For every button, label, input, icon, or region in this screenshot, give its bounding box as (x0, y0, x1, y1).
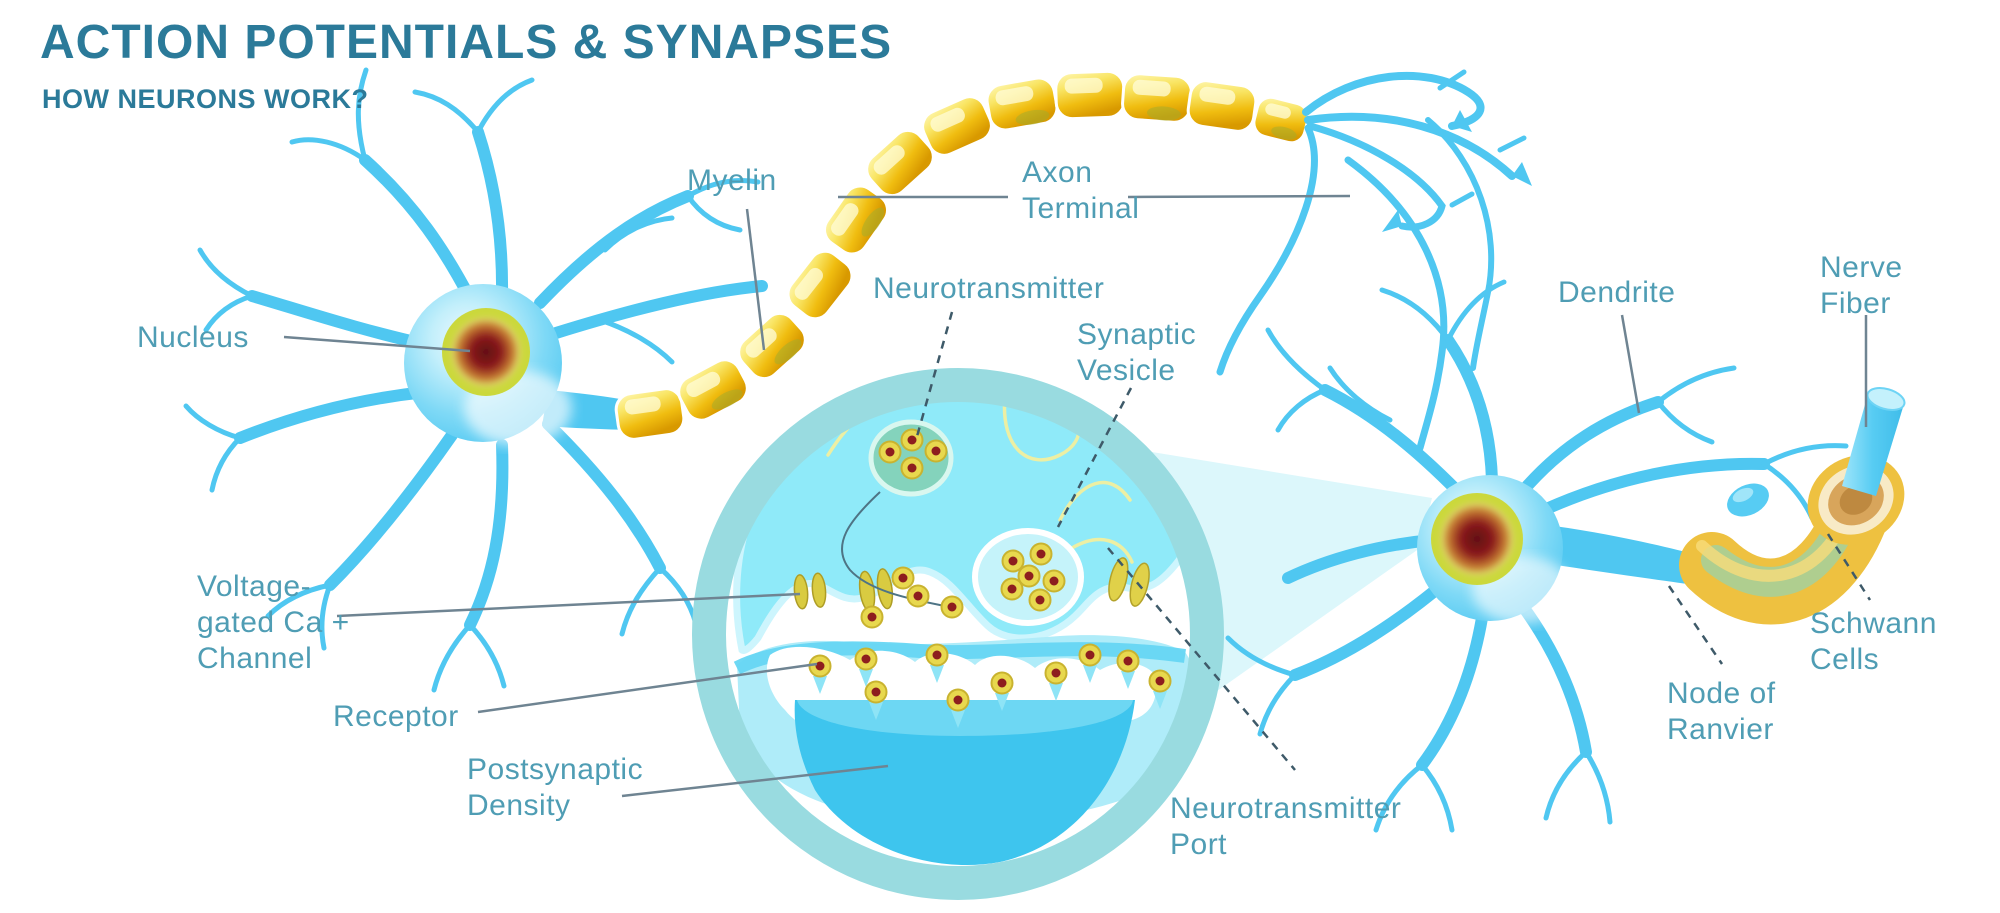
label-receptor: Receptor (333, 700, 459, 733)
page-subtitle: HOW NEURONS WORK? (42, 84, 368, 114)
pointer-postsynaptic-density (621, 764, 889, 798)
label-voltage-gated-ca-channel: gated Ca + (197, 606, 350, 639)
label-voltage-gated-ca-channel: Voltage- (197, 570, 311, 603)
zoom-circle-ring (692, 368, 1224, 900)
pointer-axon-terminal-right (1127, 194, 1351, 199)
pointer-node-of-ranvier (1667, 585, 1724, 665)
pointer-dendrite (1620, 314, 1641, 414)
postsynaptic-trunk-shine (797, 700, 1133, 736)
label-node-of-ranvier: Node of (1667, 677, 1776, 710)
receptor-dots (808, 643, 1172, 728)
label-neurotransmitter-port: Port (1170, 828, 1227, 861)
neurotransmitter-vesicle (868, 419, 954, 497)
postsynaptic-trunk (794, 700, 1135, 866)
postsynaptic-terminal (733, 635, 1197, 866)
label-nucleus: Nucleus (137, 321, 249, 354)
left-nucleus (451, 317, 521, 387)
pointer-nucleus (283, 335, 471, 353)
schwann-bump (1727, 483, 1769, 517)
page-title: ACTION POTENTIALS & SYNAPSES (40, 16, 892, 69)
synaptic-cleft-dots (860, 566, 964, 629)
label-myelin: Myelin (687, 164, 777, 197)
label-axon-terminal: Terminal (1022, 192, 1139, 225)
label-synaptic-vesicle: Synaptic (1077, 318, 1196, 351)
label-synaptic-vesicle: Vesicle (1077, 354, 1176, 387)
neurotransmitter-dots (878, 428, 948, 480)
myelin-sheath (614, 69, 1310, 441)
pointer-receptor (477, 662, 818, 714)
synapse-zoom-circle (692, 368, 1224, 900)
label-postsynaptic-density: Postsynaptic (467, 753, 643, 786)
pointer-neurotransmitter-port (1107, 547, 1296, 771)
label-schwann-cells: Schwann (1810, 607, 1937, 640)
left-neuron-dendrites (183, 67, 768, 693)
label-schwann-cells: Cells (1810, 643, 1879, 676)
label-neurotransmitter: Neurotransmitter (873, 272, 1104, 305)
pointer-myelin (745, 208, 766, 351)
label-axon-terminal: Axon (1022, 156, 1092, 189)
label-voltage-gated-ca-channel: Channel (197, 642, 312, 675)
pointer-synaptic-vesicle (1056, 387, 1133, 528)
left-neuron (183, 67, 768, 693)
schwann-cell (1679, 387, 1906, 625)
label-neurotransmitter-port: Neurotransmitter (1170, 792, 1401, 825)
label-postsynaptic-density: Density (467, 789, 571, 822)
label-dendrite: Dendrite (1558, 276, 1675, 309)
synaptic-vesicle-dots (1000, 542, 1066, 612)
pointer-schwann-cells (1826, 533, 1872, 601)
pointer-neurotransmitter (914, 311, 954, 441)
calcium-channel (793, 572, 827, 610)
synaptic-vesicle (972, 528, 1084, 626)
right-axon (1550, 526, 1702, 586)
label-nerve-fiber: Fiber (1820, 287, 1891, 320)
label-node-of-ranvier: Ranvier (1667, 713, 1774, 746)
axon-terminal-branches (1216, 69, 1532, 452)
label-nerve-fiber: Nerve (1820, 251, 1903, 284)
pointer-lines (283, 194, 1872, 798)
right-nucleus (1440, 502, 1514, 576)
nerve-fiber-tube (1842, 394, 1904, 496)
nerve-fiber-cap (1866, 387, 1906, 411)
schwann-bump-shine (1732, 487, 1754, 503)
pointer-voltage-gated-channel (336, 592, 801, 618)
